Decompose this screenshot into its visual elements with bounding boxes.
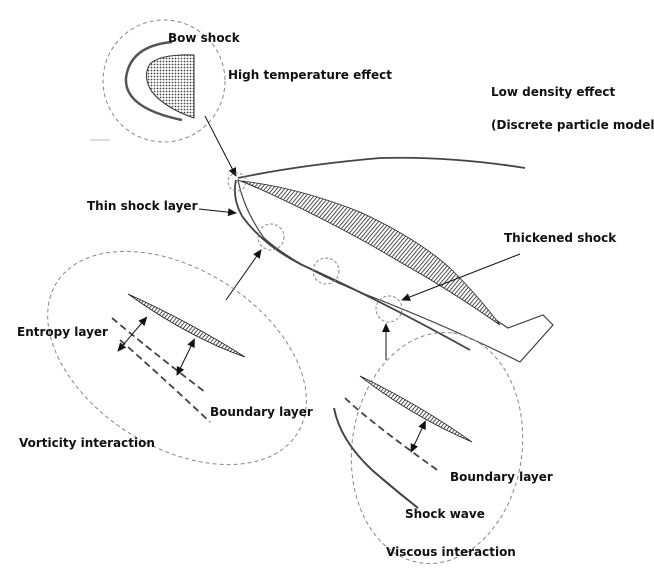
arrow-inset-to-nose [204, 115, 237, 177]
mid-focus-circle [312, 257, 340, 285]
vehicle [227, 156, 554, 363]
boundary-thickness-arrow-left [176, 338, 195, 376]
vorticity-inset-outline [47, 250, 307, 466]
boundary-layer-left-label: Boundary layer [210, 405, 313, 419]
lower-shock-line [233, 179, 471, 351]
upper-hatched-layer [241, 180, 501, 326]
entropy-hatched-layer [127, 293, 246, 358]
bow-shock-inset-outline [102, 19, 226, 143]
arrow-thin-shock-layer [198, 208, 237, 217]
vorticity-interaction-inset [47, 250, 307, 466]
discrete-particle-model-label: (Discrete particle model) [491, 118, 654, 132]
shock-wave-label: Shock wave [405, 507, 485, 521]
viscous-inset-outline [350, 332, 524, 564]
nose-focus-circle [227, 172, 247, 192]
entropy-thickness-arrow [117, 316, 148, 352]
entropy-layer-label: Entropy layer [17, 325, 108, 339]
bow-shock-curve [124, 40, 183, 122]
high-temperature-region [146, 54, 195, 119]
viscous-hatched-layer [359, 375, 473, 443]
bow-shock-label: Bow shock [168, 31, 241, 45]
arrow-thickened-shock [401, 253, 521, 301]
low-density-effect-label: Low density effect [491, 85, 616, 99]
boundary-thickness-arrow-right [410, 420, 426, 453]
entropy-focus-circle [257, 223, 285, 251]
arrow-vorticity-to-body [225, 249, 262, 301]
thickened-shock-label: Thickened shock [504, 231, 617, 245]
bow-shock-inset [90, 19, 226, 143]
viscous-interaction-inset [333, 332, 524, 564]
vehicle-body [237, 179, 554, 363]
boundary-layer-dashed-right [344, 397, 441, 473]
shock-wave-curve [333, 407, 419, 509]
upper-shock-line [237, 156, 526, 179]
viscous-focus-circle [375, 295, 403, 323]
viscous-interaction-label: Viscous interaction [386, 545, 516, 559]
vorticity-interaction-label: Vorticity interaction [19, 436, 155, 450]
boundary-layer-right-label: Boundary layer [450, 470, 553, 484]
boundary-layer-dashed-left [119, 339, 211, 423]
thin-shock-layer-label: Thin shock layer [87, 199, 198, 213]
high-temperature-effect-label: High temperature effect [228, 68, 392, 82]
